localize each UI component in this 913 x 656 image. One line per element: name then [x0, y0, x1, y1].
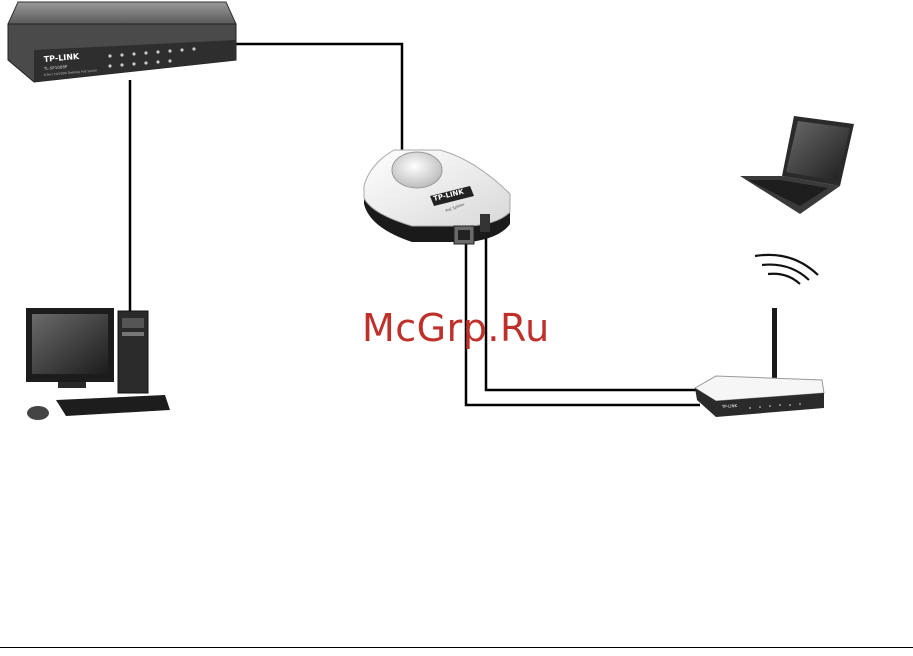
poe-switch: TP-LINK TL-SF1008P 8-Port 10/100M Deskto…: [8, 2, 236, 82]
splitter-button: [392, 152, 442, 188]
cable-switch-to-splitter: [232, 44, 402, 152]
wifi-signal-icon: [755, 255, 818, 284]
router: TP-LINK: [695, 308, 824, 417]
footer-divider: [0, 647, 913, 648]
desktop-computer: [26, 308, 170, 420]
laptop: [740, 116, 854, 214]
splitter-dc-port: [480, 214, 490, 232]
poe-splitter: TP-LINK PoE Splitter: [364, 150, 510, 244]
watermark: McGrp.Ru: [362, 306, 550, 350]
